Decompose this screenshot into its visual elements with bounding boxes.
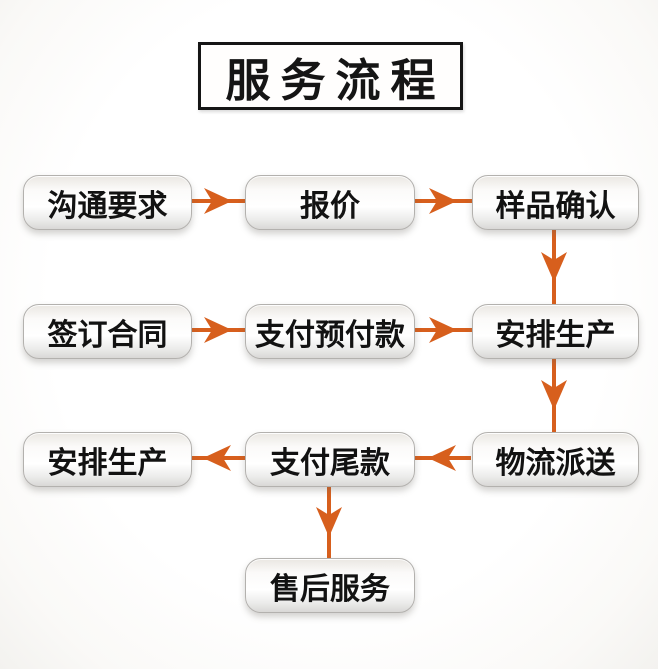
node-communicate-requirements: 沟通要求 (23, 175, 192, 230)
node-logistics-delivery: 物流派送 (472, 432, 639, 487)
arrow-sample-to-production (541, 228, 567, 305)
arrow-logistics-to-balance (412, 445, 471, 471)
node-arrange-production: 安排生产 (472, 304, 639, 359)
arrow-balance-to-production2 (188, 445, 246, 471)
node-label: 安排生产 (47, 446, 168, 480)
page-title: 服务流程 (225, 54, 446, 106)
node-label: 沟通要求 (47, 189, 168, 223)
node-sample-confirmation: 样品确认 (472, 175, 639, 230)
node-label: 支付尾款 (270, 446, 390, 480)
arrow-production-to-logistics (541, 357, 567, 433)
arrow-contract-to-advance (188, 317, 246, 343)
node-sign-contract: 签订合同 (23, 304, 192, 359)
arrow-advance-to-production (412, 317, 473, 343)
node-label: 签订合同 (47, 318, 168, 352)
node-label: 样品确认 (495, 189, 616, 223)
node-arrange-production-2: 安排生产 (23, 432, 192, 487)
node-label: 售后服务 (270, 572, 390, 606)
node-label: 物流派送 (495, 446, 616, 480)
arrow-communicate-to-quotation (188, 188, 246, 214)
diagram-title-box: 服务流程 (198, 42, 463, 110)
node-quotation: 报价 (245, 175, 415, 230)
arrow-quotation-to-sample (412, 188, 473, 214)
node-after-sales-service: 售后服务 (245, 558, 415, 613)
node-pay-balance: 支付尾款 (245, 432, 415, 487)
node-label: 安排生产 (495, 318, 616, 352)
node-label: 报价 (300, 189, 360, 223)
arrow-balance-to-aftersales (316, 485, 342, 559)
node-label: 支付预付款 (255, 318, 405, 352)
node-pay-advance: 支付预付款 (245, 304, 415, 359)
